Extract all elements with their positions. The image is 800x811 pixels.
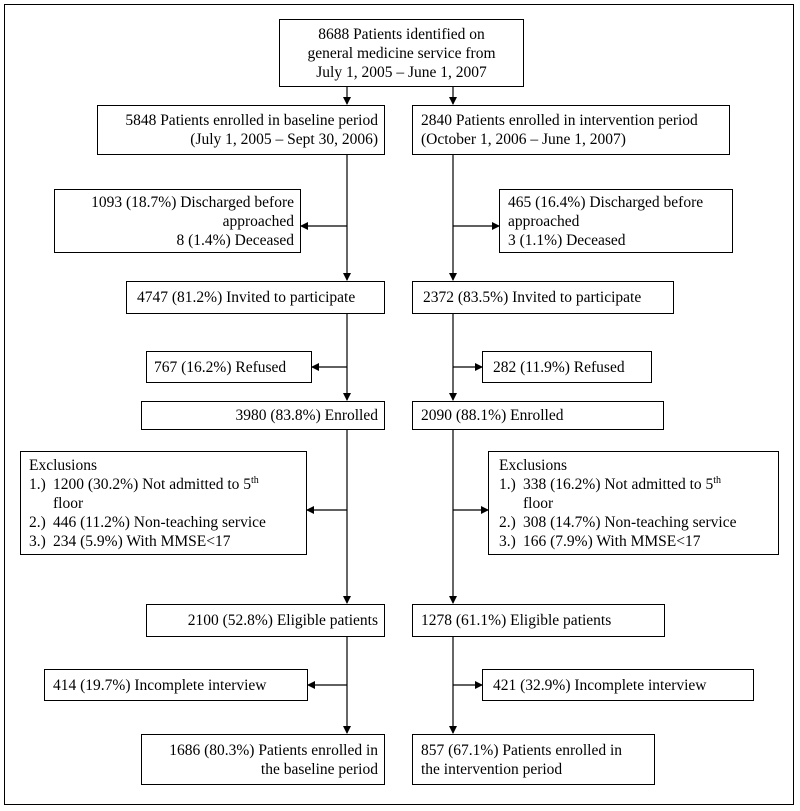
intervention-period-line-2: (October 1, 2006 – June 1, 2007) xyxy=(421,131,626,148)
intervention-invited-text: 2372 (83.5%) Invited to participate xyxy=(423,289,642,306)
baseline-final-box: 1686 (80.3%) Patients enrolled in the ba… xyxy=(141,734,385,785)
baseline-discharged-box: 1093 (18.7%) Discharged before approache… xyxy=(54,189,301,253)
baseline-discharged-line-1: 1093 (18.7%) Discharged before xyxy=(91,193,294,211)
baseline-eligible-box: 2100 (52.8%) Eligible patients xyxy=(146,604,385,637)
intervention-incomplete-box: 421 (32.9%) Incomplete interview xyxy=(482,669,754,701)
baseline-exclusions-box: Exclusions 1.)1200 (30.2%) Not admitted … xyxy=(20,451,307,555)
intervention-discharged-line-2: approached xyxy=(508,212,580,230)
baseline-invited-text: 4747 (81.2%) Invited to participate xyxy=(137,289,356,306)
baseline-period-box: 5848 Patients enrolled in baseline perio… xyxy=(97,105,385,155)
identified-line-3: July 1, 2005 – June 1, 2007 xyxy=(316,63,487,81)
baseline-invited-box: 4747 (81.2%) Invited to participate xyxy=(126,281,385,314)
baseline-exclusions-title: Exclusions xyxy=(29,456,98,474)
baseline-refused-box: 767 (16.2%) Refused xyxy=(146,351,312,383)
intervention-period-line-1: 2840 Patients enrolled in intervention p… xyxy=(421,112,698,129)
intervention-incomplete-text: 421 (32.9%) Incomplete interview xyxy=(493,676,707,694)
intervention-period-box: 2840 Patients enrolled in intervention p… xyxy=(412,105,730,155)
identified-line-2: general medicine service from xyxy=(307,44,496,62)
intervention-enrolled-text: 2090 (88.1%) Enrolled xyxy=(421,407,564,424)
intervention-deceased-line: 3 (1.1%) Deceased xyxy=(508,231,626,249)
identified-patients-box: 8688 Patients identified on general medi… xyxy=(279,19,524,87)
intervention-exclusions-title: Exclusions xyxy=(499,456,568,474)
intervention-enrolled-box: 2090 (88.1%) Enrolled xyxy=(412,401,664,430)
intervention-final-line-1: 857 (67.1%) Patients enrolled in xyxy=(421,741,623,759)
intervention-eligible-box: 1278 (61.1%) Eligible patients xyxy=(412,604,665,637)
intervention-final-box: 857 (67.1%) Patients enrolled in the int… xyxy=(412,734,655,785)
intervention-exclusion-3: 3.)166 (7.9%) With MMSE<17 xyxy=(499,532,701,550)
intervention-exclusion-2: 2.)308 (14.7%) Non-teaching service xyxy=(499,513,737,531)
baseline-eligible-text: 2100 (52.8%) Eligible patients xyxy=(187,612,378,629)
baseline-period-line-1: 5848 Patients enrolled in baseline perio… xyxy=(125,112,378,129)
intervention-final-line-2: the intervention period xyxy=(421,760,563,778)
baseline-final-line-2: the baseline period xyxy=(260,760,378,778)
baseline-deceased-line: 8 (1.4%) Deceased xyxy=(176,231,294,249)
diagram-frame xyxy=(4,4,794,805)
baseline-incomplete-text: 414 (19.7%) Incomplete interview xyxy=(53,676,267,694)
intervention-discharged-box: 465 (16.4%) Discharged before approached… xyxy=(499,189,733,253)
baseline-exclusion-1-cont: floor xyxy=(53,494,84,512)
intervention-discharged-line-1: 465 (16.4%) Discharged before xyxy=(508,193,704,211)
baseline-final-line-1: 1686 (80.3%) Patients enrolled in xyxy=(169,741,378,759)
baseline-refused-text: 767 (16.2%) Refused xyxy=(154,358,287,376)
baseline-incomplete-box: 414 (19.7%) Incomplete interview xyxy=(44,669,308,701)
baseline-enrolled-text: 3980 (83.8%) Enrolled xyxy=(235,407,378,424)
baseline-discharged-line-2: approached xyxy=(222,212,294,230)
identified-line-1: 8688 Patients identified on xyxy=(318,25,485,43)
intervention-exclusion-1-cont: floor xyxy=(523,494,554,512)
intervention-refused-text: 282 (11.9%) Refused xyxy=(493,358,625,376)
baseline-exclusion-2: 2.)446 (11.2%) Non-teaching service xyxy=(29,513,266,531)
baseline-exclusion-1: 1.)1200 (30.2%) Not admitted to 5th xyxy=(29,474,259,493)
baseline-exclusion-3: 3.)234 (5.9%) With MMSE<17 xyxy=(29,532,231,550)
intervention-eligible-text: 1278 (61.1%) Eligible patients xyxy=(421,612,612,629)
baseline-period-line-2: (July 1, 2005 – Sept 30, 2006) xyxy=(190,131,378,148)
intervention-refused-box: 282 (11.9%) Refused xyxy=(482,351,652,383)
baseline-enrolled-box: 3980 (83.8%) Enrolled xyxy=(141,401,385,430)
intervention-invited-box: 2372 (83.5%) Invited to participate xyxy=(412,281,674,314)
intervention-exclusions-box: Exclusions 1.)338 (16.2%) Not admitted t… xyxy=(488,451,779,555)
intervention-exclusion-1: 1.)338 (16.2%) Not admitted to 5th xyxy=(499,474,722,493)
